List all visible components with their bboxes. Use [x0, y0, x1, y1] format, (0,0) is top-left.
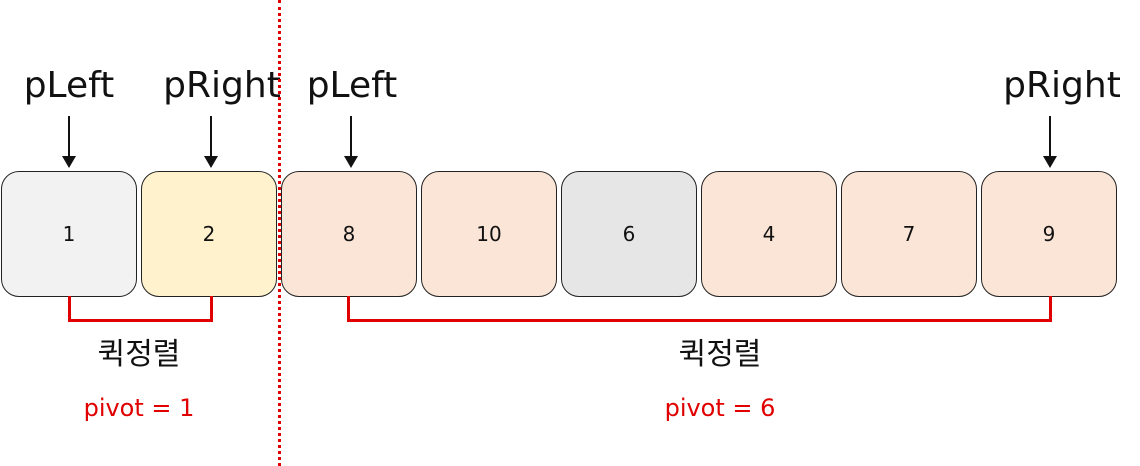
array-cell-1: 2 [141, 171, 277, 297]
left-pivot-label: pivot = 1 [83, 394, 195, 422]
left-pright-label: pRight [163, 65, 281, 106]
right-pleft-arrow [344, 116, 358, 168]
partition-divider [278, 0, 281, 466]
left-pright-arrow [204, 116, 218, 168]
array-cell-5: 4 [701, 171, 837, 297]
array-cell-4: 6 [561, 171, 697, 297]
left-group-title: 퀵정렬 [97, 337, 181, 372]
right-range-bracket [347, 296, 1052, 322]
left-range-bracket [68, 296, 213, 322]
array-cell-0: 1 [1, 171, 137, 297]
right-pivot-label: pivot = 6 [664, 394, 776, 422]
array-cell-7: 9 [981, 171, 1117, 297]
right-pright-label: pRight [1003, 65, 1121, 106]
right-pleft-label: pLeft [306, 65, 398, 106]
array-cell-3: 10 [421, 171, 557, 297]
right-pright-arrow [1043, 116, 1057, 168]
right-group-title: 퀵정렬 [678, 337, 762, 372]
left-pleft-arrow [62, 116, 76, 168]
array-cell-6: 7 [841, 171, 977, 297]
left-pleft-label: pLeft [23, 65, 115, 106]
array-cell-2: 8 [281, 171, 417, 297]
